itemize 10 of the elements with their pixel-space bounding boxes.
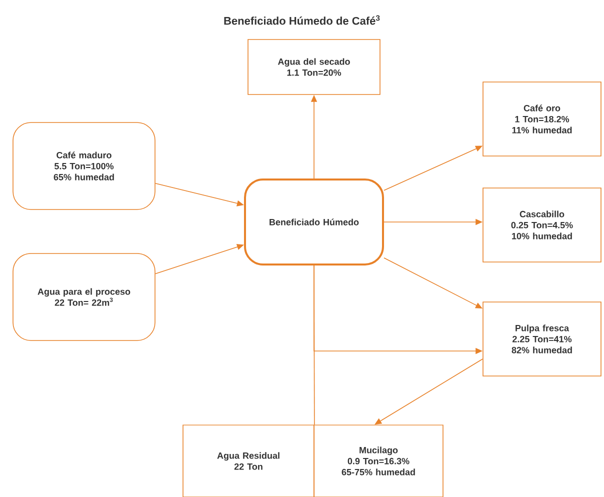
- rounded-box: Agua para el proceso 22 Ton= 22m$^{3}$: [12, 253, 156, 341]
- process-box: Beneficiado Húmedo: [244, 178, 384, 266]
- output-box: Mucilago 0.9 Ton=16.3% 65-75% humedad: [314, 424, 444, 497]
- output-box: Agua del secado 1.1 Ton=20%: [248, 39, 380, 95]
- output-box: Pulpa fresca 2.25 Ton=41% 82% humedad: [482, 302, 602, 376]
- rounded-box: Café maduro 5.5 Ton=100% 65% humedad: [12, 122, 156, 210]
- output-box: Café oro 1 Ton=18.2% 11% humedad: [482, 82, 602, 156]
- output-box: Cascabillo 0.25 Ton=4.5% 10% humedad: [482, 188, 602, 262]
- output-box: Agua Residual 22 Ton: [182, 424, 314, 497]
- title: Beneficiado Húmedo de Café$^{3}$: [224, 15, 380, 25]
